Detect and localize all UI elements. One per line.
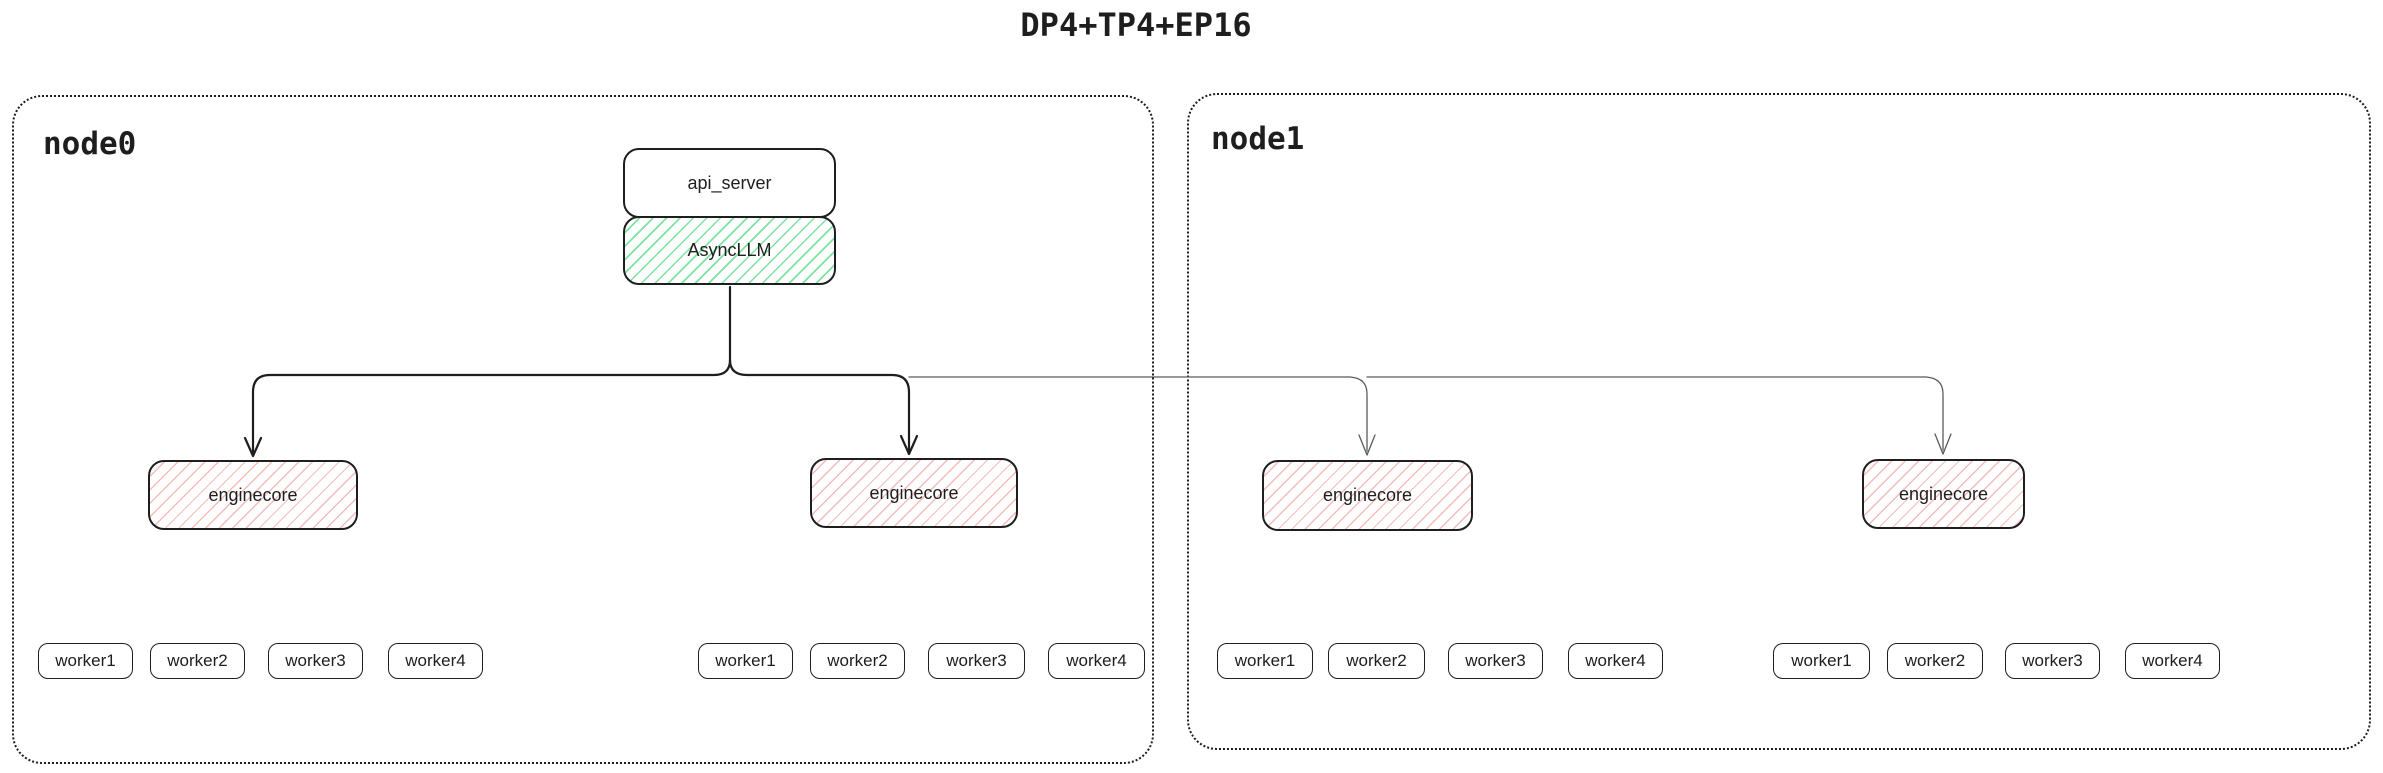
worker-box: worker3 — [1448, 643, 1543, 679]
enginecore-box-node1-2: enginecore — [1862, 459, 2025, 529]
worker-box: worker3 — [928, 643, 1025, 679]
worker-box: worker4 — [388, 643, 483, 679]
worker-box: worker2 — [1328, 643, 1425, 679]
worker-label: worker2 — [827, 651, 888, 670]
worker-label: worker2 — [1904, 651, 1966, 670]
worker-label: worker4 — [1066, 651, 1127, 670]
api-server-box: api_server — [623, 148, 836, 218]
enginecore-label: enginecore — [1898, 483, 1989, 504]
worker-box: worker1 — [38, 643, 133, 679]
worker-box: worker4 — [1048, 643, 1145, 679]
enginecore-box-node0-2: enginecore — [810, 458, 1018, 528]
worker-box: worker1 — [1773, 643, 1870, 679]
worker-box: worker1 — [698, 643, 793, 679]
worker-label: worker1 — [1234, 651, 1296, 670]
worker-label: worker2 — [167, 651, 228, 670]
enginecore-box-node1-1: enginecore — [1262, 460, 1473, 531]
worker-box: worker2 — [810, 643, 905, 679]
worker-box: worker2 — [150, 643, 245, 679]
node0-label: node0 — [43, 126, 137, 162]
worker-box: worker1 — [1217, 643, 1313, 679]
worker-box: worker4 — [2125, 643, 2220, 679]
worker-label: worker4 — [405, 651, 466, 670]
worker-label: worker3 — [2022, 651, 2083, 670]
enginecore-label: enginecore — [1322, 485, 1413, 505]
worker-box: worker3 — [2005, 643, 2100, 679]
diagram-title: DP4+TP4+EP16 — [1020, 6, 1252, 44]
worker-box: worker4 — [1568, 643, 1663, 679]
worker-label: worker1 — [55, 651, 116, 670]
enginecore-label: enginecore — [208, 484, 298, 505]
worker-label: worker3 — [1465, 651, 1526, 670]
enginecore-box-node0-1: enginecore — [148, 460, 358, 530]
asyncllm-box: AsyncLLM — [623, 216, 836, 285]
worker-box: worker3 — [268, 643, 363, 679]
worker-label: worker4 — [1585, 651, 1646, 670]
worker-label: worker2 — [1346, 651, 1407, 670]
worker-label: worker3 — [285, 651, 346, 670]
asyncllm-label: AsyncLLM — [687, 240, 772, 260]
node1-label: node1 — [1211, 121, 1305, 157]
worker-label: worker3 — [946, 651, 1007, 670]
worker-label: worker4 — [2142, 651, 2203, 670]
api-server-label: api_server — [687, 172, 772, 193]
enginecore-label: enginecore — [869, 482, 959, 503]
worker-label: worker1 — [715, 651, 776, 670]
worker-box: worker2 — [1887, 643, 1983, 679]
worker-label: worker1 — [1791, 651, 1852, 670]
